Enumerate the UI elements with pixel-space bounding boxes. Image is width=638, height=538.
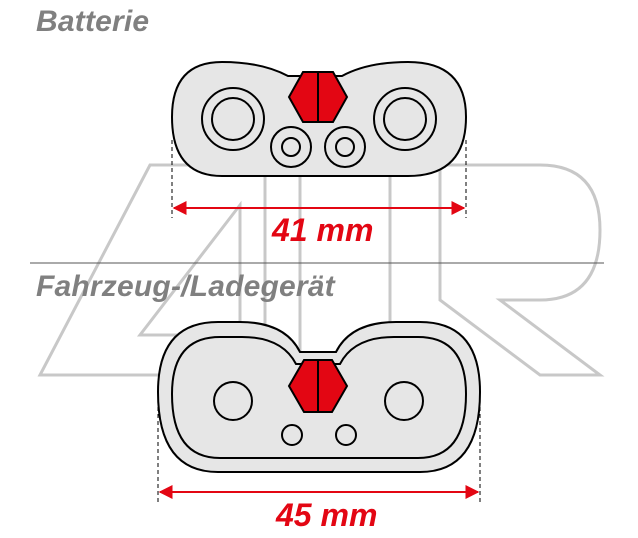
vehicle-right-contact <box>384 381 424 421</box>
battery-left-contact-outer <box>201 87 265 151</box>
battery-right-contact-inner <box>383 97 427 141</box>
battery-aux-pin-left-inner <box>281 137 301 157</box>
vehicle-left-contact <box>213 381 253 421</box>
vehicle-connector <box>156 321 482 473</box>
battery-left-contact-inner <box>211 97 255 141</box>
battery-aux-pin-right-outer <box>324 126 366 168</box>
vehicle-aux-pin-left <box>281 424 303 446</box>
battery-aux-pin-right-inner <box>335 137 355 157</box>
battery-connector <box>170 60 468 177</box>
battery-dimension-label: 41 mm <box>272 212 374 248</box>
vehicle-dimension-label: 45 mm <box>276 497 378 533</box>
vehicle-heading: Fahrzeug-/Ladegerät <box>36 270 335 303</box>
vehicle-connector-inner-rim <box>170 336 468 459</box>
battery-right-contact-outer <box>373 87 437 151</box>
battery-heading: Batterie <box>36 5 150 38</box>
vehicle-aux-pin-right <box>335 424 357 446</box>
battery-aux-pin-left-outer <box>270 126 312 168</box>
